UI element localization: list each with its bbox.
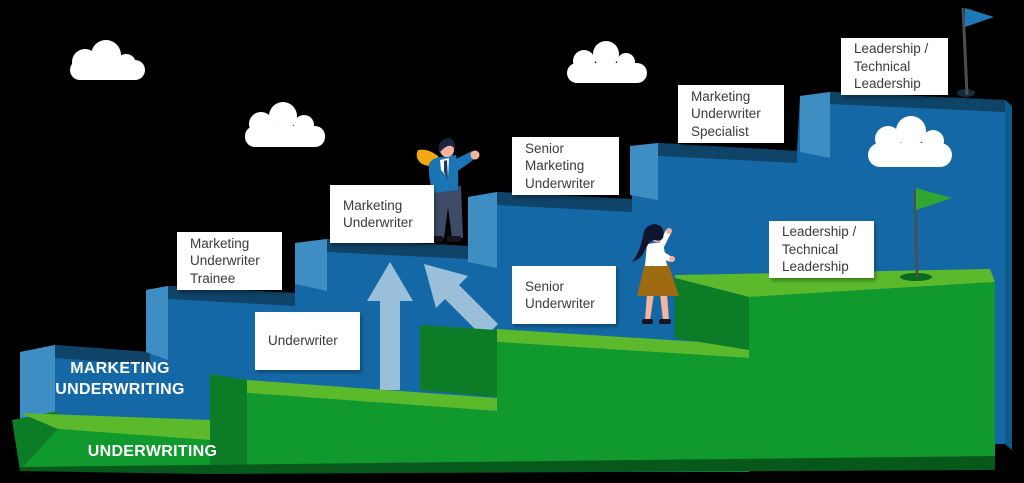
card-leadership-technical-leadership-underwriting: Leadership / Technical Leadership [769, 221, 874, 278]
blue-path-label: MARKETING UNDERWRITING [55, 360, 185, 398]
cloud-icon [567, 41, 647, 83]
arrow-up-icon [367, 262, 413, 390]
card-underwriter: Underwriter [255, 312, 360, 370]
card-marketing-underwriter: Marketing Underwriter [330, 185, 434, 243]
blue-plateau-right-face [1005, 100, 1012, 450]
businessman-figure [416, 138, 480, 242]
green-path-label: UNDERWRITING [87, 443, 218, 460]
blue-flag-icon [957, 7, 994, 97]
green-staircase [12, 269, 995, 474]
card-senior-underwriter: Senior Underwriter [512, 266, 616, 324]
card-marketing-underwriter-trainee: Marketing Underwriter Trainee [177, 232, 282, 290]
ground-shadow [20, 456, 995, 474]
blue-step-top-edges [55, 92, 1005, 365]
skirt [637, 263, 679, 296]
cloud-icon [245, 102, 325, 147]
cloud-icon [868, 116, 952, 167]
cloud-icon [70, 40, 145, 80]
progress-arrows [367, 262, 498, 390]
businesswoman-figure [632, 224, 679, 324]
card-leadership-technical-leadership-marketing: Leadership / Technical Leadership [841, 38, 948, 95]
card-senior-marketing-underwriter: Senior Marketing Underwriter [512, 137, 619, 195]
card-marketing-underwriter-specialist: Marketing Underwriter Specialist [678, 85, 784, 143]
green-flag-icon [900, 188, 952, 281]
arrow-up-left-icon [424, 264, 498, 338]
